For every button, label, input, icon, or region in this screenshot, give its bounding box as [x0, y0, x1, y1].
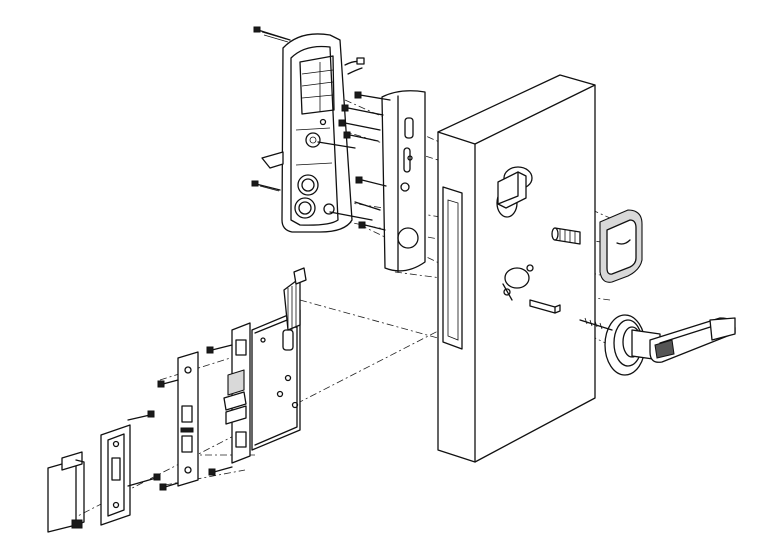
screws-plate — [317, 91, 391, 231]
door-bracket — [497, 171, 527, 209]
screws-escutcheon — [251, 26, 291, 192]
door-panel — [437, 74, 596, 463]
faceplate — [157, 351, 199, 491]
lever-handle — [579, 314, 736, 376]
mortise-lock-body — [206, 267, 307, 476]
mounting-plate — [381, 90, 426, 273]
outside-escutcheon — [261, 33, 365, 233]
card-reader-cover — [551, 209, 643, 283]
strike-box — [47, 451, 85, 533]
strike-plate — [100, 410, 161, 526]
